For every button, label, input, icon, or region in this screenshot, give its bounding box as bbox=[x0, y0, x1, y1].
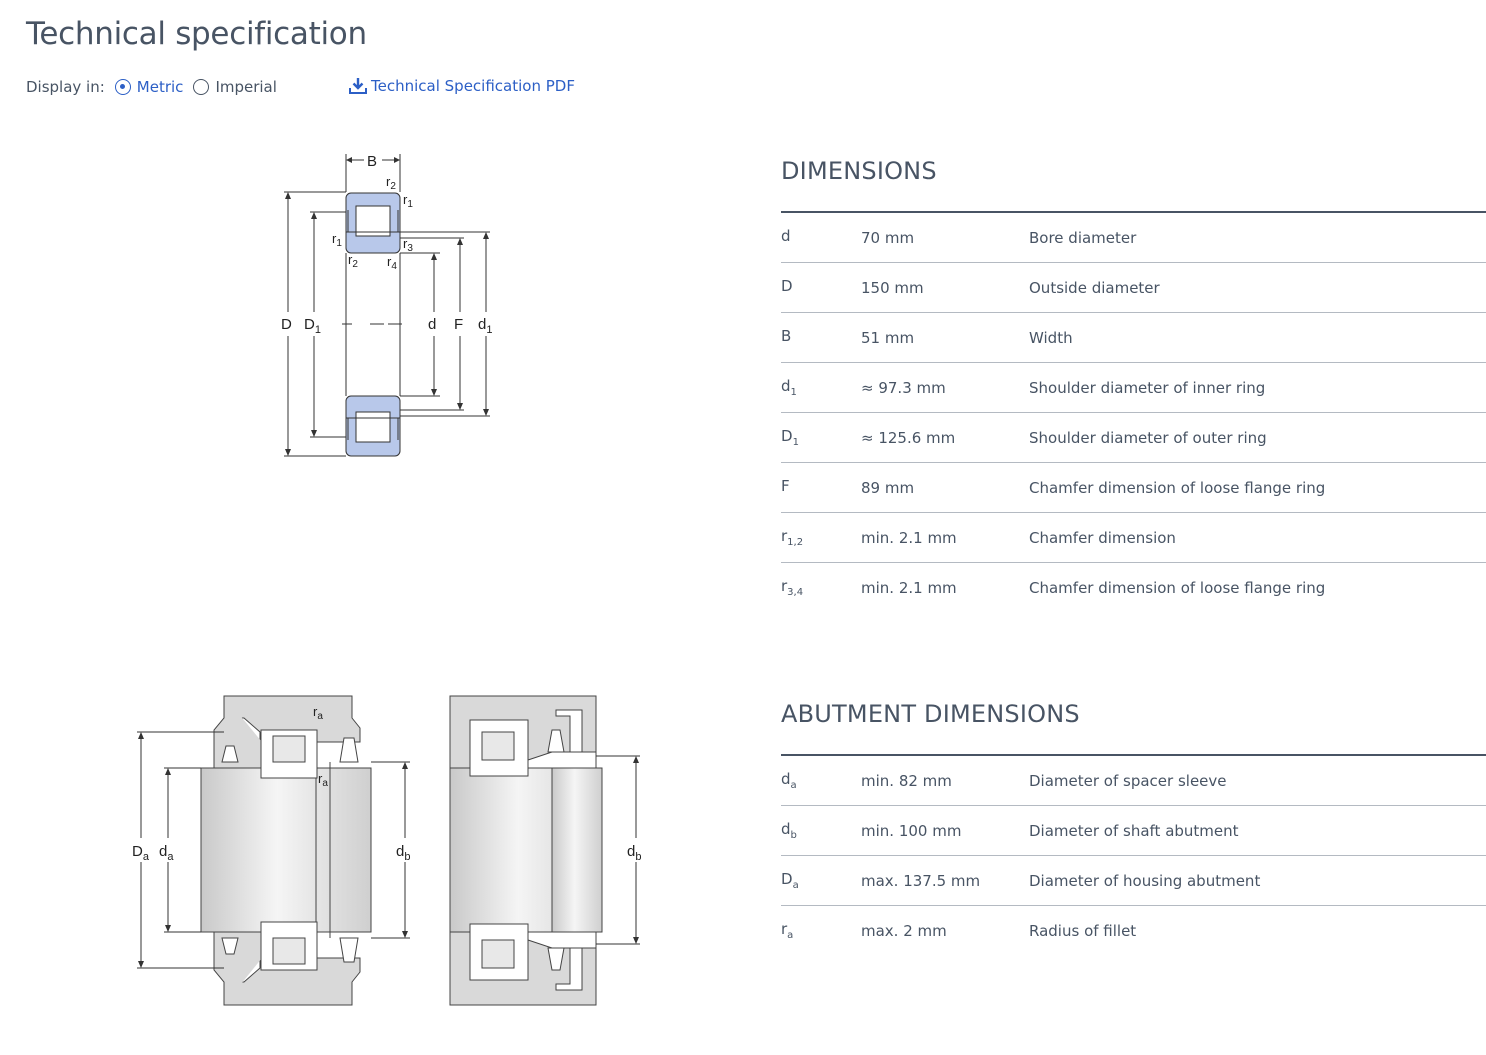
dimensions-divider bbox=[781, 211, 1486, 213]
label-Da: Da bbox=[132, 843, 150, 863]
dimension-value: 51 mm bbox=[861, 328, 915, 347]
page-title: Technical specification bbox=[26, 16, 367, 52]
metric-label[interactable]: Metric bbox=[136, 78, 184, 96]
abutment-diagram: Da da db db ra ra bbox=[132, 695, 641, 1006]
abutment-heading: ABUTMENT DIMENSIONS bbox=[781, 700, 1080, 728]
table-row: da min. 82 mm Diameter of spacer sleeve bbox=[781, 756, 1486, 806]
table-row: D 150 mm Outside diameter bbox=[781, 263, 1486, 313]
abutment-section: ABUTMENT DIMENSIONS da min. 82 mm Diameter… bbox=[781, 700, 1486, 955]
label-da: da bbox=[159, 843, 174, 863]
dimension-description: Shoulder diameter of outer ring bbox=[1029, 428, 1267, 447]
dimension-description: Outside diameter bbox=[1029, 278, 1160, 297]
dimension-description: Diameter of spacer sleeve bbox=[1029, 771, 1227, 790]
dimension-symbol: B bbox=[781, 327, 792, 345]
label-r1-left: r1 bbox=[332, 231, 342, 249]
dimension-description: Chamfer dimension of loose flange ring bbox=[1029, 578, 1326, 597]
dimension-symbol: d1 bbox=[781, 377, 797, 398]
label-d1: d1 bbox=[478, 316, 492, 336]
dimension-description: Bore diameter bbox=[1029, 228, 1137, 247]
dimension-symbol: db bbox=[781, 820, 797, 841]
label-db-left: db bbox=[396, 843, 410, 863]
dimension-value: ≈ 97.3 mm bbox=[861, 378, 946, 397]
dimension-value: max. 137.5 mm bbox=[861, 871, 981, 890]
label-D1: D1 bbox=[304, 316, 321, 336]
dimension-description: Chamfer dimension of loose flange ring bbox=[1029, 478, 1326, 497]
unit-selector: Display in: Metric Imperial bbox=[26, 78, 287, 96]
table-row: r3,4 min. 2.1 mm Chamfer dimension of loos… bbox=[781, 563, 1486, 612]
abutment-table: da min. 82 mm Diameter of spacer sleeve db m… bbox=[781, 756, 1486, 955]
label-r4: r4 bbox=[387, 254, 397, 272]
table-row: F 89 mm Chamfer dimension of loose flange … bbox=[781, 463, 1486, 513]
label-r2-bottom: r2 bbox=[348, 252, 358, 270]
dimensions-heading: DIMENSIONS bbox=[781, 157, 937, 185]
dimension-value: min. 2.1 mm bbox=[861, 578, 957, 597]
dimension-description: Chamfer dimension bbox=[1029, 528, 1176, 547]
label-F: F bbox=[454, 316, 463, 333]
bearing-cross-section-diagram: B D D1 d F d1 r2 r1 r1 r3 r2 r4 bbox=[281, 153, 492, 457]
dimension-value: min. 2.1 mm bbox=[861, 528, 957, 547]
label-ra-top: ra bbox=[313, 704, 323, 722]
abutment-divider bbox=[781, 754, 1486, 756]
dimension-symbol: d bbox=[781, 227, 791, 245]
dimension-symbol: ra bbox=[781, 920, 794, 941]
technical-specification-pdf-link[interactable]: Technical Specification PDF bbox=[348, 77, 575, 95]
dimension-symbol: D1 bbox=[781, 427, 799, 448]
dimension-symbol: r1,2 bbox=[781, 527, 804, 548]
table-row: r1,2 min. 2.1 mm Chamfer dimension bbox=[781, 513, 1486, 563]
dimension-value: 150 mm bbox=[861, 278, 924, 297]
dimension-symbol: F bbox=[781, 477, 790, 495]
dimension-description: Width bbox=[1029, 328, 1073, 347]
dimension-symbol: r3,4 bbox=[781, 577, 804, 598]
dimension-value: min. 82 mm bbox=[861, 771, 952, 790]
label-r2-top: r2 bbox=[386, 174, 396, 192]
dimension-symbol: da bbox=[781, 770, 797, 791]
dimension-description: Diameter of housing abutment bbox=[1029, 871, 1261, 890]
display-in-label: Display in: bbox=[26, 78, 105, 96]
table-row: Da max. 137.5 mm Diameter of housing abutm… bbox=[781, 856, 1486, 906]
label-B: B bbox=[367, 153, 377, 170]
label-D: D bbox=[281, 316, 292, 333]
table-row: D1 ≈ 125.6 mm Shoulder diameter of outer r… bbox=[781, 413, 1486, 463]
radio-unselected-icon[interactable] bbox=[193, 79, 210, 95]
metric-radio[interactable]: Metric bbox=[114, 78, 184, 96]
label-d: d bbox=[428, 316, 436, 333]
dimension-value: min. 100 mm bbox=[861, 821, 962, 840]
dimension-symbol: D bbox=[781, 277, 793, 295]
table-row: ra max. 2 mm Radius of fillet bbox=[781, 906, 1486, 955]
table-row: db min. 100 mm Diameter of shaft abutment bbox=[781, 806, 1486, 856]
dimension-description: Diameter of shaft abutment bbox=[1029, 821, 1239, 840]
imperial-radio[interactable]: Imperial bbox=[193, 78, 277, 96]
dimension-symbol: Da bbox=[781, 870, 799, 891]
label-ra-inner: ra bbox=[318, 771, 328, 789]
table-row: d1 ≈ 97.3 mm Shoulder diameter of inner ri… bbox=[781, 363, 1486, 413]
table-row: d 70 mm Bore diameter bbox=[781, 213, 1486, 263]
radio-selected-icon[interactable] bbox=[114, 79, 131, 95]
label-r1-right: r1 bbox=[403, 192, 413, 210]
label-db-right: db bbox=[627, 843, 641, 863]
dimension-value: 89 mm bbox=[861, 478, 915, 497]
label-r3: r3 bbox=[403, 236, 413, 254]
dimension-description: Radius of fillet bbox=[1029, 921, 1137, 940]
table-row: B 51 mm Width bbox=[781, 313, 1486, 363]
download-icon bbox=[349, 78, 367, 94]
imperial-label[interactable]: Imperial bbox=[215, 78, 277, 96]
dimension-description: Shoulder diameter of inner ring bbox=[1029, 378, 1266, 397]
dimension-value: max. 2 mm bbox=[861, 921, 947, 940]
pdf-link-label[interactable]: Technical Specification PDF bbox=[371, 77, 575, 95]
dimension-value: ≈ 125.6 mm bbox=[861, 428, 956, 447]
dimension-value: 70 mm bbox=[861, 228, 915, 247]
